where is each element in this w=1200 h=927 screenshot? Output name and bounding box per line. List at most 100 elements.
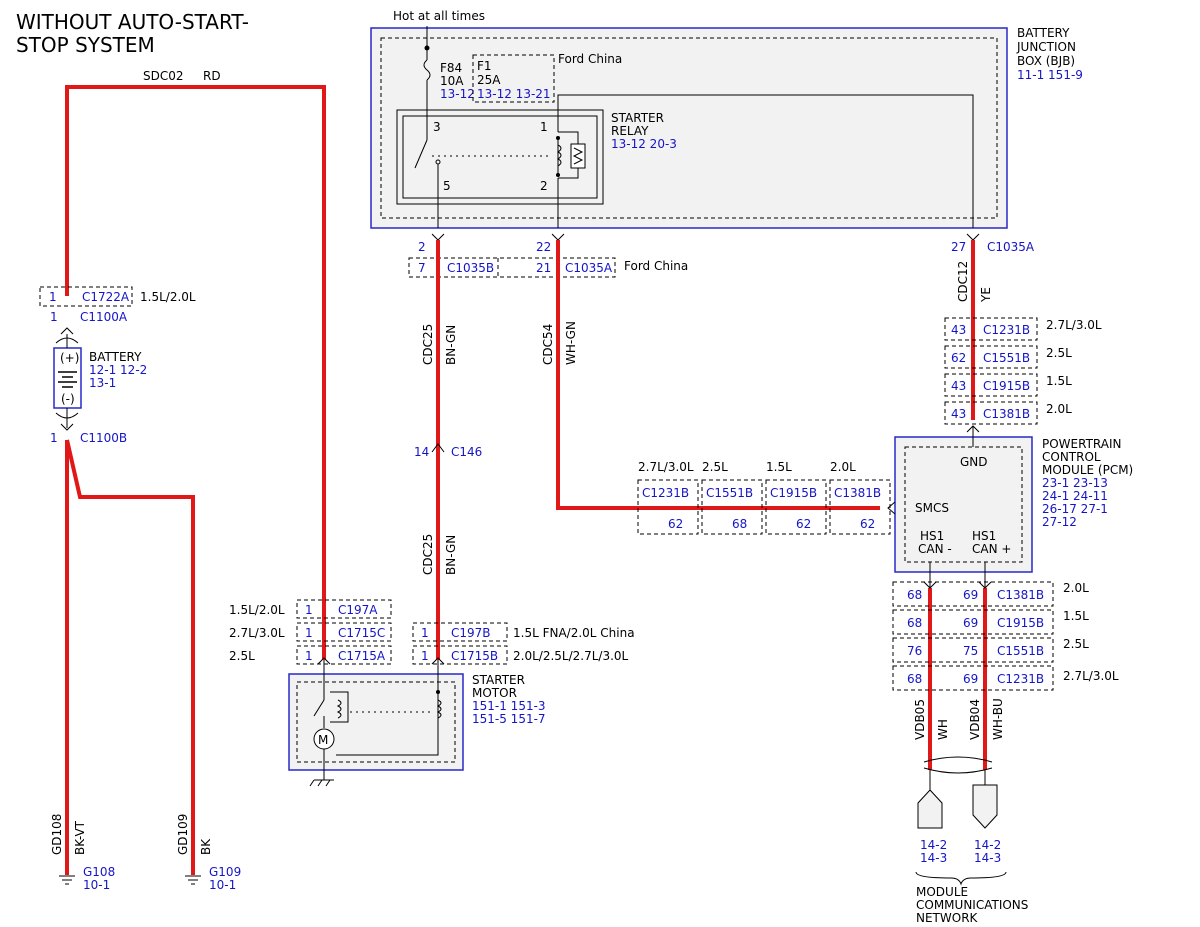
can-plus-arrow-icon bbox=[978, 581, 992, 589]
smcs-connector-note: 2.5L bbox=[702, 460, 728, 474]
pcm-connector-box bbox=[944, 401, 1038, 425]
relay-node-2 bbox=[556, 173, 560, 177]
relay-label-2: RELAY bbox=[611, 124, 649, 138]
smcs-connector-pin: 62 bbox=[796, 517, 811, 531]
pcm-smcs: SMCS bbox=[915, 501, 949, 515]
sm-coil-a-icon bbox=[336, 699, 342, 719]
can-connector-pin-b: 69 bbox=[963, 616, 978, 630]
battery-ref-1: 12-1 12-2 bbox=[89, 363, 147, 377]
pcm-connector-name: C1915B bbox=[983, 379, 1030, 393]
sm-switch-icon bbox=[313, 699, 325, 717]
smcs-connector-name: C1381B bbox=[834, 486, 881, 500]
chassis-ground-icon bbox=[309, 779, 334, 787]
relay-pin-3: 3 bbox=[433, 120, 441, 134]
sm-right-connector-pin: 1 bbox=[421, 649, 429, 663]
mcn-ref-1: 14-2 bbox=[920, 838, 947, 852]
sm-left-connector-note: 1.5L/2.0L bbox=[229, 603, 285, 617]
pcm-gnd: GND bbox=[960, 455, 988, 469]
sm-right-connector-name: C1715B bbox=[451, 649, 498, 663]
c1100b-pin: 1 bbox=[50, 431, 58, 445]
can-connector-pin-a: 68 bbox=[907, 588, 922, 602]
mcn-ref-3: 14-2 bbox=[974, 838, 1001, 852]
smcs-connector-name: C1551B bbox=[706, 486, 753, 500]
can-connector-box bbox=[892, 609, 1054, 635]
relay-ref: 13-12 20-3 bbox=[611, 137, 677, 151]
wire-sdc02 bbox=[65, 85, 326, 660]
starter-label-1: STARTER bbox=[472, 673, 525, 687]
starter-motor-inner bbox=[296, 681, 456, 763]
c1722a-name: C1722A bbox=[82, 290, 130, 304]
sm-left-connector-pin: 1 bbox=[305, 649, 313, 663]
bk-label: BK bbox=[199, 838, 213, 855]
battery-minus: (-) bbox=[61, 392, 75, 406]
f1-ford-china: Ford China bbox=[558, 52, 622, 66]
mcn-ref-2: 14-3 bbox=[920, 851, 947, 865]
sm-node bbox=[436, 690, 440, 694]
g109-name: G109 bbox=[209, 865, 241, 879]
pcm-connector-note: 2.0L bbox=[1046, 402, 1072, 416]
relay-resistor-icon bbox=[570, 143, 586, 169]
vdb04-label: VDB04 bbox=[968, 699, 982, 740]
smcs-connector-note: 2.7L/3.0L bbox=[638, 460, 694, 474]
mcn-label-1: MODULE bbox=[916, 885, 968, 899]
can-connector-note: 2.7L/3.0L bbox=[1063, 669, 1119, 683]
g109-ref: 10-1 bbox=[209, 878, 236, 892]
can-connector-name: C1915B bbox=[997, 616, 1044, 630]
g108-ground-icon bbox=[59, 875, 75, 885]
smcs-connector-pin: 68 bbox=[732, 517, 747, 531]
c1100a-arrow-icon bbox=[60, 327, 74, 335]
pcm-connector-name: C1551B bbox=[983, 351, 1030, 365]
sm-left-connector-note: 2.5L bbox=[229, 649, 255, 663]
sm-right-connector-note: 1.5L FNA/2.0L China bbox=[513, 626, 635, 640]
starter-label-2: MOTOR bbox=[472, 686, 517, 700]
bjb-box bbox=[370, 27, 1008, 229]
sm-left-arrow-icon bbox=[317, 657, 331, 665]
bjb-label-1: BATTERY bbox=[1017, 26, 1070, 40]
sdc02-label: SDC02 bbox=[143, 69, 184, 83]
pcm-hs1-b: HS1 bbox=[972, 529, 996, 543]
smcs-connector-pin: 62 bbox=[860, 517, 875, 531]
smcs-connector-row: 2.7L/3.0LC1231B622.5LC1551B681.5LC1915B6… bbox=[637, 460, 891, 535]
mcn-connector-b-icon bbox=[972, 784, 998, 829]
pcm-connector-note: 2.7L/3.0L bbox=[1046, 318, 1102, 332]
pcm-connector-name: C1231B bbox=[983, 323, 1030, 337]
bjb-pin22-arrow-icon bbox=[551, 233, 565, 241]
pcm-connector-pin: 43 bbox=[951, 407, 966, 421]
pcm-can-minus: CAN - bbox=[918, 542, 952, 556]
battery-plus: (+) bbox=[60, 351, 79, 365]
battery-ref-2: 13-1 bbox=[89, 376, 116, 390]
pcm-ref-4: 27-12 bbox=[1042, 515, 1077, 529]
smcs-connector-box bbox=[637, 479, 699, 535]
sm-left-connector-pin: 1 bbox=[305, 603, 313, 617]
c1100b-terminal-icon bbox=[55, 412, 79, 419]
pcm-connector-box bbox=[944, 345, 1038, 369]
c1100b-arrow-icon bbox=[60, 423, 74, 431]
c1722a-box bbox=[39, 286, 133, 307]
fuse-f84-icon bbox=[423, 59, 431, 81]
mcn-connector-a-icon bbox=[917, 789, 943, 829]
bjb-label-2: JUNCTION bbox=[1016, 40, 1076, 54]
relay-box-inner bbox=[402, 115, 598, 199]
mcn-label-3: NETWORK bbox=[916, 911, 979, 925]
pcm-label-3: MODULE (PCM) bbox=[1042, 463, 1133, 477]
relay-pin-5: 5 bbox=[443, 179, 451, 193]
sm-left-connector-pin: 1 bbox=[305, 626, 313, 640]
starter-ref-2: 151-5 151-7 bbox=[472, 712, 546, 726]
c1722a-note: 1.5L/2.0L bbox=[140, 290, 196, 304]
bngn-label-lower: BN-GN bbox=[444, 535, 458, 575]
mcn-brace-icon bbox=[915, 871, 1007, 886]
bngn-label-upper: BN-GN bbox=[444, 325, 458, 365]
pcm-connector-pin: 43 bbox=[951, 323, 966, 337]
pcm-ref-3: 26-17 27-1 bbox=[1042, 502, 1108, 516]
c146-arrow-icon bbox=[431, 443, 445, 453]
pcm-connector-name: C1381B bbox=[983, 407, 1030, 421]
relay-label-1: STARTER bbox=[611, 111, 664, 125]
c1035a-pin: 21 bbox=[536, 261, 551, 275]
cdc54-label: CDC54 bbox=[541, 324, 555, 365]
can-connector-box bbox=[892, 637, 1054, 663]
smcs-connector-name: C1231B bbox=[642, 486, 689, 500]
battery-icon bbox=[53, 347, 82, 409]
whbu-label: WH-BU bbox=[991, 698, 1005, 740]
